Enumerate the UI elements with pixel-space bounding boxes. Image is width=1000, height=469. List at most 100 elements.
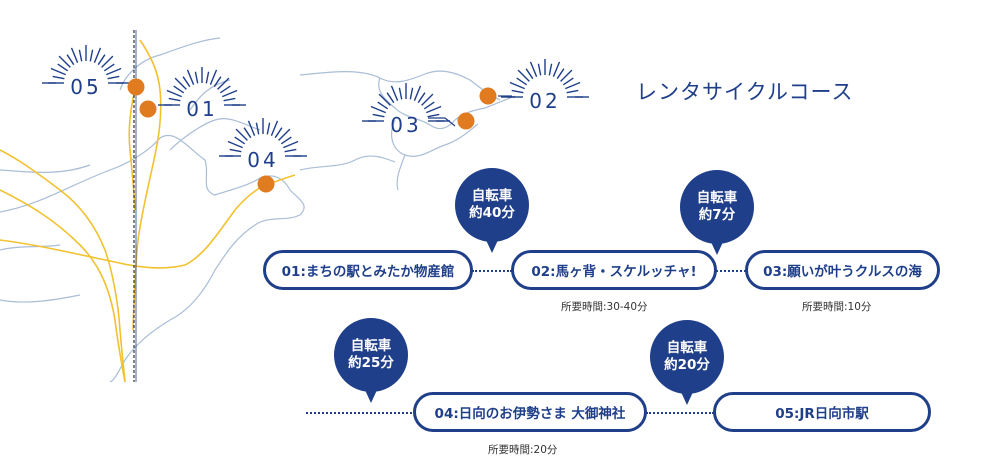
sunburst-ray [426,105,442,114]
sunburst-ray [398,87,403,100]
sunburst-ray [106,67,122,76]
leader-lines [428,95,512,127]
sunburst-ray [168,97,181,102]
sunburst-ray [270,120,279,136]
sunburst-ray [427,113,440,118]
sunburst-ray [58,55,71,68]
sunburst-ray [274,127,283,139]
spot-marker-02[interactable] [479,87,497,105]
sunburst-ray [194,71,199,84]
travel-mode: 自転車 [350,338,392,354]
sunburst-ray [413,85,422,101]
sunburst-ray [166,89,182,98]
sunburst-ray [511,89,524,94]
spot-label-03: 03 [390,113,422,137]
sunburst-ray [57,63,69,72]
travel-mode: 自転車 [471,188,513,204]
spot-marker-05[interactable] [127,78,145,96]
connector-04-05 [646,412,714,414]
sunburst-ray [205,71,210,84]
spot-label-04: 04 [247,148,279,172]
sunburst-ray [421,93,434,106]
connector-lead-04 [306,412,416,414]
sunburst-ray [103,63,115,72]
sunburst-ray [70,47,79,63]
duration-03: 所要時間:10分 [802,301,872,313]
sunburst-ray [423,101,435,110]
travel-bubble-02-03: 自転車 約7分 [680,170,754,255]
sunburst-ray [390,85,399,101]
sunburst-ray [174,77,187,90]
sunburst-ray [101,55,114,68]
travel-mode: 自転車 [666,340,708,356]
travel-time: 約40分 [469,205,515,221]
sunburst-ray [255,122,260,135]
sunburst-ray [266,122,271,135]
sunburst-ray [93,47,102,63]
sunburst-ray [229,148,242,153]
spot-label-05: 05 [70,75,102,99]
sunburst-ray [280,136,292,145]
sunburst-decorations [42,45,589,157]
sunburst-ray [377,101,389,110]
duration-02: 所要時間:30-40分 [561,301,648,313]
sunburst-ray [182,76,191,88]
sunburst-ray [378,93,391,106]
sunburst-ray [562,77,574,86]
road-lines [0,39,296,383]
sunburst-ray [283,140,299,149]
travel-bubble-04-05: 自転車 約20分 [650,320,724,405]
sunburst-ray [243,127,252,139]
spot-label-01: 01 [186,97,218,121]
sunburst-ray [213,76,222,88]
spot-label-02: 02 [529,89,561,113]
station-03[interactable]: 03:願いが叶うクルスの海 [745,250,940,290]
sunburst-ray [52,75,65,80]
sunburst-ray [552,61,561,77]
sunburst-ray [97,54,106,66]
sunburst-ray [516,77,528,86]
sunburst-ray [50,67,66,76]
station-05[interactable]: 05:JR日向市駅 [713,392,931,432]
travel-bubble-01-02: 自転車 約40分 [455,168,529,253]
sunburst-ray [566,89,579,94]
course-title: レンタサイクルコース [636,80,854,104]
sunburst-ray [548,63,553,76]
sunburst-ray [529,61,538,77]
sunburst-ray [409,87,414,100]
travel-time: 約25分 [348,355,394,371]
spot-markers [127,78,497,193]
travel-bubble-lead-04: 自転車 約25分 [334,318,408,403]
sunburst-ray [209,69,218,85]
sunburst-ray [560,69,573,82]
sunburst-ray [227,140,243,149]
travel-mode: 自転車 [696,190,738,206]
sunburst-ray [186,69,195,85]
sunburst-ray [235,128,248,141]
spot-marker-04[interactable] [257,175,275,193]
travel-time: 約7分 [698,207,736,223]
sunburst-ray [556,68,565,80]
sunburst-ray [223,97,236,102]
sunburst-ray [372,113,385,118]
sunburst-ray [537,63,542,76]
station-04[interactable]: 04:日向のお伊勢さま 大御神社 [413,392,647,432]
sunburst-ray [66,54,75,66]
spot-marker-01[interactable] [139,100,157,118]
station-01[interactable]: 01:まちの駅とみたか物産館 [263,250,473,290]
duration-04: 所要時間:20分 [488,444,558,456]
sunburst-ray [417,92,426,104]
sunburst-ray [247,120,256,136]
sunburst-ray [370,105,386,114]
station-02[interactable]: 02:馬ヶ背・スケルッチャ! [511,250,717,290]
sunburst-ray [509,81,525,90]
sunburst-ray [219,85,231,94]
sunburst-ray [284,148,297,153]
sunburst-ray [89,49,94,62]
sunburst-ray [222,89,238,98]
spot-marker-03[interactable] [457,112,475,130]
sunburst-ray [107,75,120,80]
sunburst-ray [217,77,230,90]
